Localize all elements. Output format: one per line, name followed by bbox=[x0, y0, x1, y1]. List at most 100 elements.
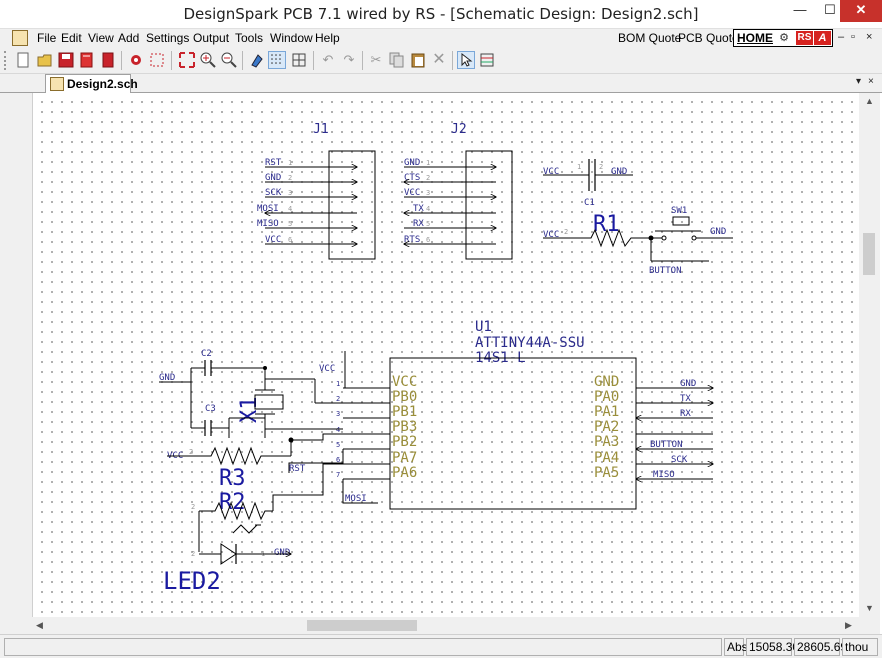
scroll-down-icon[interactable]: ▼ bbox=[865, 603, 874, 613]
c2-ref: C2 bbox=[201, 349, 212, 359]
u1-left-pin: PA6 bbox=[392, 465, 417, 481]
interactive-icon[interactable] bbox=[478, 51, 496, 69]
tab-close-button[interactable]: × bbox=[868, 76, 874, 87]
pcb-quote-link[interactable]: PCB Quote bbox=[678, 31, 739, 45]
vertical-scrollbar[interactable]: ▲ ▼ bbox=[859, 93, 880, 617]
menu-settings[interactable]: Settings bbox=[146, 31, 190, 45]
schematic-drawing[interactable]: J1 RST GND SCK MOSI MISO VCC 1 2 3 4 5 6 bbox=[33, 93, 859, 617]
close-button[interactable]: ✕ bbox=[840, 0, 882, 22]
paint-icon[interactable] bbox=[248, 51, 266, 69]
scroll-left-icon[interactable]: ◀ bbox=[36, 620, 43, 630]
connector-j2[interactable]: J2 GND CTS VCC TX RX RTS 1 2 3 4 5 6 bbox=[404, 122, 513, 260]
zoom-extents-icon[interactable] bbox=[178, 51, 196, 69]
zoom-out-icon[interactable] bbox=[220, 51, 238, 69]
grid-icon[interactable] bbox=[268, 51, 286, 69]
r1-pin: 2 bbox=[564, 228, 568, 236]
j1-pin-label: MISO bbox=[257, 219, 279, 229]
j1-pin-num: 1 bbox=[288, 159, 292, 167]
minimize-button[interactable]: — bbox=[793, 2, 807, 17]
toolbar-separator bbox=[452, 51, 453, 70]
mdi-close-button[interactable]: × bbox=[866, 31, 873, 43]
j2-pin-num: 1 bbox=[426, 159, 430, 167]
scroll-corner bbox=[859, 617, 880, 634]
bom-quote-link[interactable]: BOM Quote bbox=[618, 31, 682, 45]
tab-design2-sch[interactable]: Design2.sch bbox=[45, 74, 138, 93]
x1-ref: X1 bbox=[237, 397, 262, 424]
toolbar-separator bbox=[362, 51, 363, 70]
u1-pin-num: 6 bbox=[336, 456, 340, 464]
new-file-icon[interactable] bbox=[14, 51, 32, 69]
copy-icon[interactable] bbox=[388, 51, 406, 69]
mdi-minimize-button[interactable]: – bbox=[838, 31, 845, 43]
vertical-scroll-thumb[interactable] bbox=[863, 233, 875, 275]
menu-output[interactable]: Output bbox=[193, 31, 230, 45]
gear-icon[interactable]: ⚙ bbox=[779, 32, 789, 44]
menu-bar: File Edit View Add Settings Output Tools… bbox=[0, 29, 882, 47]
save-icon[interactable] bbox=[57, 51, 75, 69]
toolbar-grip[interactable] bbox=[4, 51, 8, 70]
ai-logo-icon[interactable]: A bbox=[814, 31, 831, 45]
resistor-r3[interactable]: VCC 2 R3 RST bbox=[167, 433, 344, 491]
paste-icon[interactable] bbox=[409, 51, 427, 69]
maximize-button[interactable]: ☐ bbox=[824, 2, 836, 17]
j1-pin-num: 5 bbox=[288, 220, 292, 228]
r2-ref: R2 bbox=[219, 490, 246, 515]
grid-settings-icon[interactable] bbox=[148, 51, 166, 69]
menu-window[interactable]: Window bbox=[270, 31, 313, 45]
u1-net-label: GND bbox=[680, 379, 696, 389]
redo-icon[interactable]: ↷ bbox=[343, 52, 355, 67]
schematic-canvas[interactable]: J1 RST GND SCK MOSI MISO VCC 1 2 3 4 5 6 bbox=[32, 93, 859, 617]
u1-pin-num: 7 bbox=[336, 471, 340, 479]
r1-net: VCC bbox=[543, 230, 559, 240]
horizontal-scrollbar[interactable]: ◀ ▶ bbox=[32, 617, 859, 634]
u1-right-pin: PA2 bbox=[594, 419, 619, 435]
undo-icon[interactable]: ↶ bbox=[322, 52, 334, 67]
cut-icon[interactable]: ✂ bbox=[370, 52, 382, 67]
scroll-up-icon[interactable]: ▲ bbox=[865, 96, 874, 106]
window-title: DesignSpark PCB 7.1 wired by RS - [Schem… bbox=[183, 5, 699, 23]
library-icon[interactable] bbox=[78, 51, 96, 69]
app-menu-icon[interactable] bbox=[12, 30, 28, 46]
connector-j1[interactable]: J1 RST GND SCK MOSI MISO VCC 1 2 3 4 5 6 bbox=[257, 122, 376, 260]
select-icon[interactable] bbox=[457, 51, 475, 69]
scroll-right-icon[interactable]: ▶ bbox=[845, 620, 852, 630]
capacitor-c1[interactable]: VCC GND 1 2 C1 bbox=[543, 159, 633, 208]
led2-net: GND bbox=[274, 548, 290, 558]
home-link[interactable]: HOME bbox=[737, 31, 773, 45]
component-icon[interactable] bbox=[127, 51, 145, 69]
book-icon[interactable] bbox=[99, 51, 117, 69]
delete-icon[interactable]: ✕ bbox=[432, 51, 446, 68]
j1-pin-label: VCC bbox=[265, 235, 281, 245]
u1-left-pin: VCC bbox=[392, 374, 417, 390]
resistor-r2[interactable]: R2 2 MOSI bbox=[191, 463, 378, 552]
rs-logo-icon[interactable]: RS bbox=[796, 31, 813, 45]
r3-ref: R3 bbox=[219, 466, 246, 491]
open-folder-icon[interactable] bbox=[36, 51, 54, 69]
menu-help[interactable]: Help bbox=[315, 31, 340, 45]
j1-pin-num: 4 bbox=[288, 205, 292, 213]
layers-icon[interactable] bbox=[290, 51, 308, 69]
ic-u1[interactable]: U1 ATTINY44A-SSU 14S1-L VCC PB0 PB1 PB3 … bbox=[319, 319, 713, 510]
tab-dropdown-button[interactable]: ▾ bbox=[856, 76, 862, 87]
switch-sw1[interactable]: SW1 GND BUTTON bbox=[649, 206, 733, 276]
toolbar-separator bbox=[171, 51, 172, 70]
u1-vcc-net: VCC bbox=[319, 364, 335, 374]
x-coordinate: 15058.30 bbox=[746, 638, 799, 656]
zoom-in-icon[interactable] bbox=[199, 51, 217, 69]
j2-pin-num: 6 bbox=[426, 236, 430, 244]
horizontal-scroll-thumb[interactable] bbox=[307, 620, 417, 631]
menu-file[interactable]: File bbox=[37, 31, 57, 45]
mdi-restore-button[interactable]: ▫ bbox=[851, 31, 855, 43]
menu-add[interactable]: Add bbox=[118, 31, 140, 45]
j1-pin-label: SCK bbox=[265, 188, 282, 198]
j2-pin-num: 2 bbox=[426, 174, 430, 182]
menu-view[interactable]: View bbox=[88, 31, 114, 45]
tab-label: Design2.sch bbox=[67, 77, 138, 91]
crystal-circuit[interactable]: C2 GND C3 X1 bbox=[159, 349, 343, 438]
led-led2[interactable]: 2 1 GND LED2 bbox=[163, 543, 291, 595]
resistor-r1[interactable]: R1 VCC 2 bbox=[543, 212, 654, 248]
u1-net-label: SCK bbox=[671, 455, 688, 465]
menu-tools[interactable]: Tools bbox=[235, 31, 264, 45]
menu-edit[interactable]: Edit bbox=[61, 31, 82, 45]
units-field[interactable]: thou bbox=[842, 638, 878, 656]
